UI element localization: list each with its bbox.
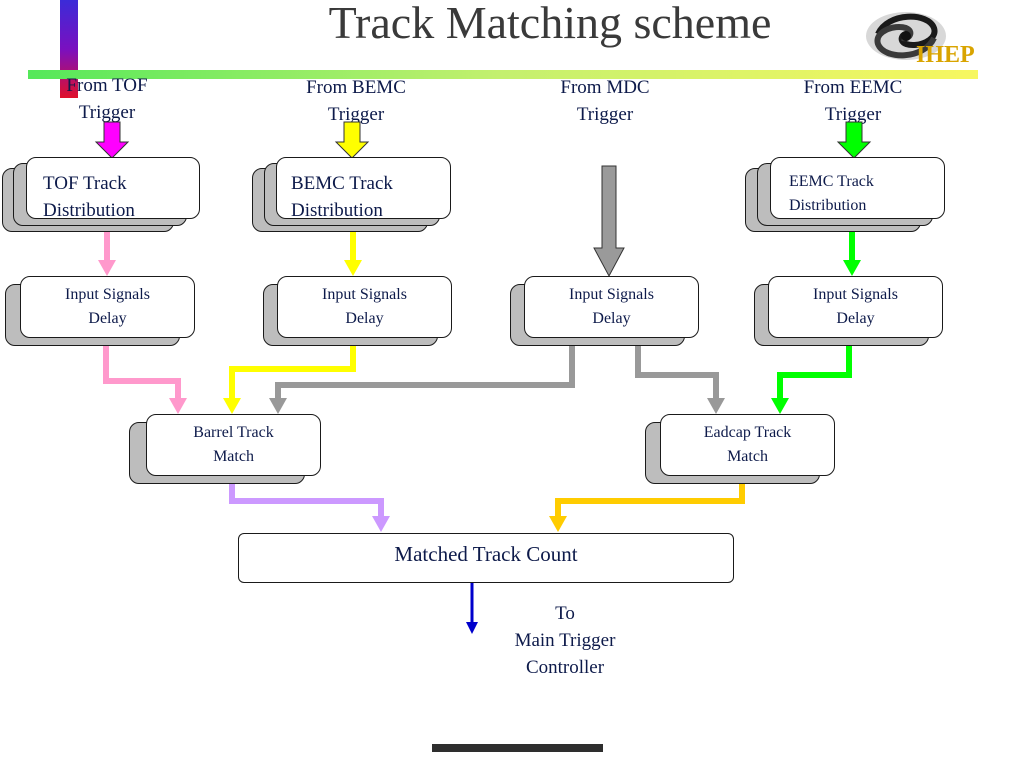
endcap-track-match-box: Eadcap Track Match <box>660 414 835 476</box>
logo-text: IHEP <box>916 42 975 68</box>
eemc-input-delay-box: Input Signals Delay <box>768 276 943 338</box>
matched-track-count-box: Matched Track Count <box>238 533 734 583</box>
source-label-bemc: From BEMC Trigger <box>306 77 406 125</box>
galaxy-logo-icon <box>866 12 946 60</box>
barrel-track-match-box: Barrel Track Match <box>146 414 321 476</box>
ihep-logo: IHEP <box>858 4 978 70</box>
source-label-tof: From TOF Trigger <box>66 75 148 123</box>
bottom-divider-bar <box>432 744 603 752</box>
mdc-delay-to-barrel <box>275 340 575 400</box>
horizontal-accent-bar <box>28 70 978 79</box>
source-label-mdc: From MDC Trigger <box>560 77 650 125</box>
mdc-delay-to-endcap <box>635 340 719 400</box>
page-title: Track Matching scheme <box>328 0 772 48</box>
output-destination-label: To Main Trigger Controller <box>514 603 616 678</box>
barrel-to-count <box>229 478 384 518</box>
tof-input-arrow <box>94 121 130 159</box>
tof-track-distribution-box: TOF Track Distribution <box>26 157 200 221</box>
source-label-eemc: From EEMC Trigger <box>803 77 903 125</box>
bemc-delay-to-barrel <box>229 340 356 400</box>
eemc-delay-to-endcap <box>777 340 852 400</box>
bemc-input-delay-box: Input Signals Delay <box>277 276 452 338</box>
eemc-input-arrow <box>836 121 872 159</box>
bemc-input-arrow <box>334 121 370 159</box>
eemc-track-distribution-box: EEMC Track Distribution <box>770 157 945 219</box>
tof-delay-to-barrel <box>103 340 181 400</box>
endcap-to-count <box>555 478 745 518</box>
bemc-track-distribution-box: BEMC Track Distribution <box>276 157 451 221</box>
tof-input-delay-box: Input Signals Delay <box>20 276 195 338</box>
mdc-input-delay-box: Input Signals Delay <box>524 276 699 338</box>
mdc-input-arrow <box>593 165 625 278</box>
